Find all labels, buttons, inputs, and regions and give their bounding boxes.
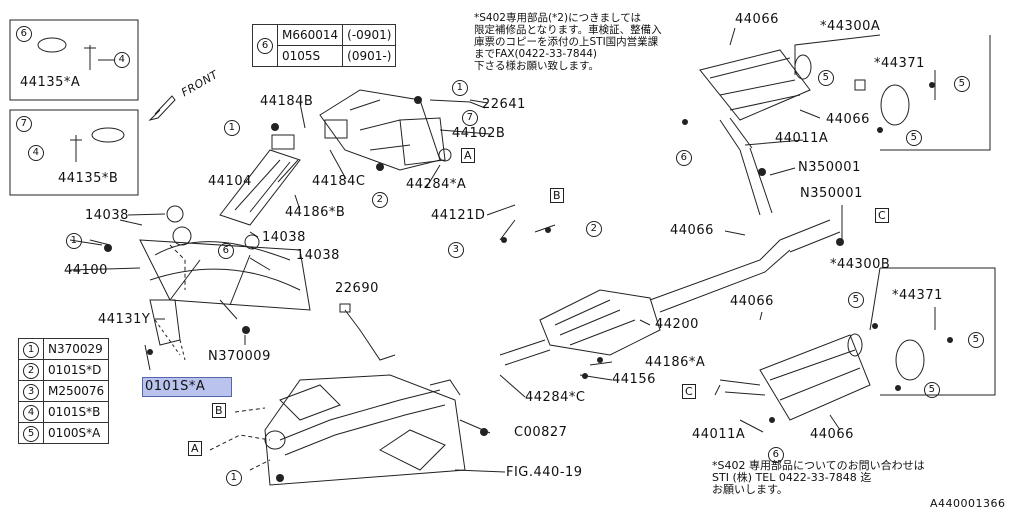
part-label[interactable]: 44131Y <box>98 312 151 327</box>
part-label-44135a: 44135*A <box>20 75 81 90</box>
callout-5: 5 <box>968 332 984 348</box>
callout-2: 2 <box>586 221 602 237</box>
callout-3: 3 <box>448 242 464 258</box>
callout-7: 7 <box>462 110 478 126</box>
ref-marker-a: A <box>188 441 203 456</box>
callout-2: 2 <box>372 192 388 208</box>
part-label[interactable]: 44184C <box>312 174 366 189</box>
callout-5: 5 <box>906 130 922 146</box>
fig-440-19-group <box>264 374 466 486</box>
table-cell: (0901-) <box>342 45 397 67</box>
part-label[interactable]: 44066 <box>670 223 714 238</box>
tail-pipe-icon <box>895 339 925 381</box>
fig-ref-label[interactable]: FIG.440-19 <box>506 465 583 480</box>
part-label[interactable]: 44011A <box>775 131 829 146</box>
inset-box-6 <box>9 19 139 101</box>
part-label[interactable]: N350001 <box>798 160 861 175</box>
part-label[interactable]: 44011A <box>692 427 746 442</box>
callout-1: 1 <box>452 80 468 96</box>
oxygen-sensor-shape <box>344 309 396 361</box>
part-label[interactable]: *44371 <box>874 56 925 71</box>
table-cell: 0105S <box>276 45 344 67</box>
part-label[interactable]: N350001 <box>800 186 863 201</box>
ref-marker-b: B <box>212 403 227 418</box>
part-label[interactable]: N370009 <box>208 349 271 364</box>
muffler-a-shape <box>699 49 811 121</box>
part-label[interactable]: 44066 <box>810 427 854 442</box>
part-label[interactable]: 44284*A <box>406 177 467 192</box>
callout-1: 1 <box>66 233 82 249</box>
part-label[interactable]: 14038 <box>85 208 129 223</box>
part-label[interactable]: 14038 <box>262 230 306 245</box>
diagram-id: A440001366 <box>930 497 1006 510</box>
callout-1: 1 <box>226 470 242 486</box>
part-label[interactable]: 22690 <box>335 281 379 296</box>
part-label[interactable]: 44121D <box>431 208 486 223</box>
tail-pipe-icon <box>880 84 910 126</box>
part-label[interactable]: 44104 <box>208 174 252 189</box>
table-cell: (-0901) <box>342 24 397 46</box>
variant-table: 6 M660014 (-0901) 0105S (0901-) <box>252 24 397 67</box>
clamp-icon <box>91 127 125 143</box>
clamp-icon <box>37 37 67 53</box>
note-top: *S402専用部品(*2)につきましては限定補修品となります。車検証、整備入庫票… <box>474 12 662 72</box>
callout-5: 5 <box>954 76 970 92</box>
ref-marker-a: A <box>461 148 476 163</box>
callout-6: 6 <box>768 447 784 463</box>
center-pipe-shape <box>539 289 661 356</box>
part-label[interactable]: 44186*A <box>645 355 706 370</box>
callout-5: 5 <box>818 70 834 86</box>
part-label[interactable]: 44102B <box>452 126 506 141</box>
callout-5: 5 <box>924 382 940 398</box>
ref-marker-c: C <box>682 384 697 399</box>
bracket-shape <box>149 299 181 346</box>
callout-6: 6 <box>218 243 234 259</box>
part-label-44135b: 44135*B <box>58 171 119 186</box>
part-label[interactable]: C00827 <box>514 425 568 440</box>
callout-4: 4 <box>114 52 130 68</box>
callout-6: 6 <box>676 150 692 166</box>
part-label[interactable]: 44066 <box>735 12 779 27</box>
callout-7: 7 <box>16 116 32 132</box>
muffler-b-shape <box>759 334 871 421</box>
front-pipe-shape <box>219 149 301 226</box>
callout-1: 1 <box>224 120 240 136</box>
inset-box-7 <box>9 109 139 196</box>
ref-marker-c: C <box>875 208 890 223</box>
part-label[interactable]: 22641 <box>482 97 526 112</box>
part-label[interactable]: 44184B <box>260 94 314 109</box>
part-label[interactable]: *44300B <box>830 257 891 272</box>
callout-6: 6 <box>16 26 32 42</box>
part-label[interactable]: 44200 <box>655 317 699 332</box>
catalytic-converter-shape <box>319 89 441 171</box>
part-label[interactable]: 44066 <box>730 294 774 309</box>
part-label[interactable]: 44186*B <box>285 205 346 220</box>
part-label[interactable]: 44156 <box>612 372 656 387</box>
part-label[interactable]: 14038 <box>296 248 340 263</box>
part-label[interactable]: *44371 <box>892 288 943 303</box>
front-arrow-icon <box>148 95 176 121</box>
ref-marker-b: B <box>550 188 565 203</box>
callout-5: 5 <box>848 292 864 308</box>
table-cell: M660014 <box>276 24 344 46</box>
callout-4: 4 <box>28 145 44 161</box>
part-label[interactable]: 44284*C <box>525 390 586 405</box>
part-label[interactable]: 44100 <box>64 263 108 278</box>
part-label[interactable]: 44066 <box>826 112 870 127</box>
highlighted-part-0101s-a[interactable]: 0101S*A <box>142 377 232 397</box>
part-label[interactable]: *44300A <box>820 19 881 34</box>
